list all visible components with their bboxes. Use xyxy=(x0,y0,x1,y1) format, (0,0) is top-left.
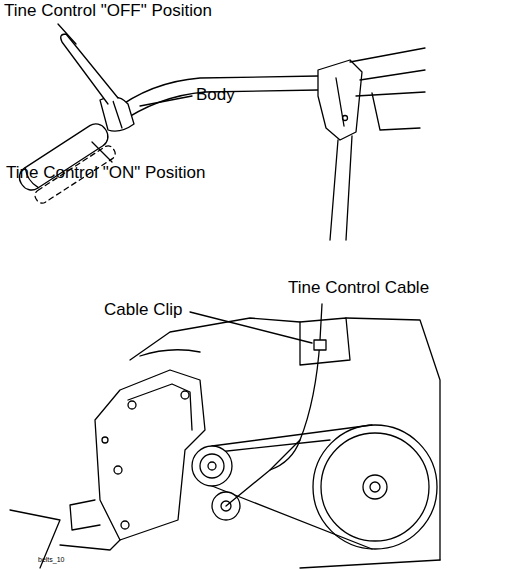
part-label: Tine Control "OFF" Position xyxy=(4,2,212,21)
figure-code: belts_10 xyxy=(38,556,64,564)
part-label: Cable Clip xyxy=(104,301,182,320)
part-label: Tine Control "ON" Position xyxy=(6,164,205,183)
part-label: Tine Control Cable xyxy=(288,279,429,298)
part-label: Body xyxy=(196,86,235,105)
